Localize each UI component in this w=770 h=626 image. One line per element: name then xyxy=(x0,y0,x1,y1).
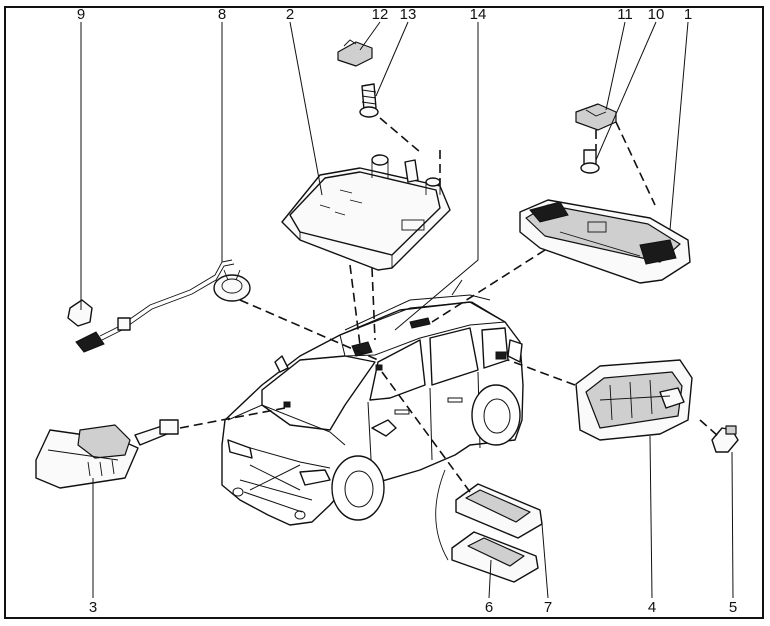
harness-and-grommet xyxy=(67,259,251,353)
car-body xyxy=(221,279,524,526)
callout-14: 14 xyxy=(470,6,487,23)
callout-7: 7 xyxy=(544,599,552,616)
lamp-and-diffuser xyxy=(435,469,543,583)
callout-11: 11 xyxy=(617,6,633,23)
callout-6: 6 xyxy=(485,599,493,616)
callout-9: 9 xyxy=(77,6,85,23)
callout-8: 8 xyxy=(218,6,226,23)
clip-and-screw-rear xyxy=(575,103,617,174)
callout-4: 4 xyxy=(648,599,656,616)
leader-lines xyxy=(80,21,734,599)
rear-roof-lamp xyxy=(519,199,691,284)
callout-5: 5 xyxy=(729,599,737,616)
clip-and-screw xyxy=(337,39,379,118)
front-roof-console xyxy=(281,154,451,271)
diagram-frame xyxy=(4,6,764,619)
callout-labels: 9 8 2 12 13 14 11 10 1 3 6 7 4 5 xyxy=(77,6,737,616)
callout-2: 2 xyxy=(286,6,294,23)
callout-10: 10 xyxy=(648,6,665,23)
map-reading-lamp xyxy=(35,419,179,489)
callout-13: 13 xyxy=(400,6,417,23)
callout-3: 3 xyxy=(89,599,97,616)
bulb xyxy=(711,425,739,453)
callout-1: 1 xyxy=(684,6,692,23)
trunk-lamp-housing xyxy=(575,359,693,441)
assembly-dashed-lines xyxy=(179,117,719,493)
callout-12: 12 xyxy=(372,6,389,23)
